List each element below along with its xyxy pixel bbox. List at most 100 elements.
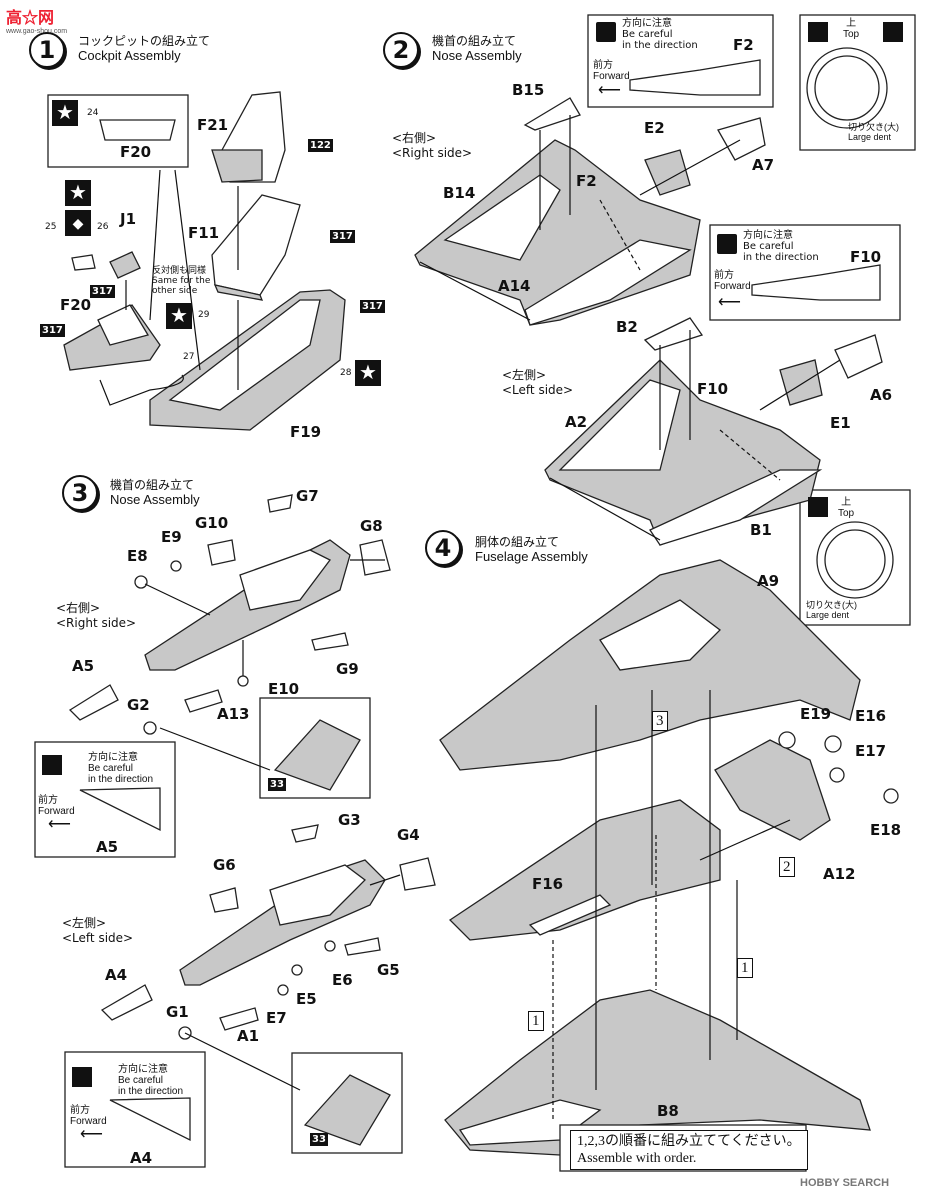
- top-label-2: 上 Top: [838, 497, 854, 519]
- caution-icon-2: [717, 234, 737, 254]
- step-4-title-jp: 胴体の組み立て: [475, 535, 560, 549]
- caution-en1-2: Be careful: [743, 241, 794, 252]
- caution-en1-3: Be careful: [88, 763, 134, 774]
- paint-code-317-c: 317: [330, 230, 355, 243]
- right-side-label-2: <右側> <Right side>: [392, 131, 472, 161]
- forward-arrow-icon-3: ⟵: [48, 816, 71, 833]
- paint-code-33-a: 33: [268, 778, 286, 791]
- watermark-logo: 高☆网 www.gao-shou.com: [6, 4, 67, 35]
- part-label-f20-top: F20: [120, 143, 152, 161]
- top-jp: 上: [846, 18, 857, 29]
- left-side-en-3: <Left side>: [62, 931, 134, 945]
- part-label-b1: B1: [750, 521, 772, 539]
- part-label-a1: A1: [237, 1027, 260, 1045]
- fuselage-drawing: [439, 559, 899, 1172]
- cockpit-drawing: [47, 91, 346, 431]
- part-label-e8: E8: [127, 547, 148, 565]
- part-label-e19: E19: [800, 705, 832, 723]
- star-decal-icon: ★: [52, 100, 78, 126]
- part-label-a2: A2: [565, 413, 588, 431]
- same-other-en1: Same for the: [152, 276, 211, 286]
- caution-en2-4: in the direction: [118, 1086, 184, 1097]
- part-label-e6: E6: [332, 971, 353, 989]
- forward-en: Forward: [593, 71, 630, 82]
- part-label-f2-box: F2: [733, 36, 754, 54]
- caution-en1: Be careful: [622, 29, 673, 40]
- caution-text-a4: 方向に注意 Be careful in the direction: [118, 1064, 183, 1097]
- part-label-e9: E9: [161, 528, 182, 546]
- part-label-e17: E17: [855, 742, 887, 760]
- assemble-order-note: 1,2,3の順番に組み立ててください。 Assemble with order.: [570, 1130, 808, 1170]
- part-label-f19: F19: [290, 423, 322, 441]
- right-side-label-3: <右側> <Right side>: [56, 601, 136, 631]
- part-label-a4-box: A4: [130, 1149, 153, 1167]
- order-mark-2: 2: [779, 857, 795, 877]
- paint-code-317-a: 317: [90, 285, 115, 298]
- caution-icon-4: [72, 1067, 92, 1087]
- decal-number-28: 28: [340, 368, 352, 378]
- same-other-en2: other side: [152, 286, 198, 296]
- part-label-f2: F2: [576, 172, 597, 190]
- part-label-a7: A7: [752, 156, 775, 174]
- paint-code-33-b: 33: [310, 1133, 328, 1146]
- part-label-e18: E18: [870, 821, 902, 839]
- same-other-side-note: 反対側も同様 Same for the other side: [152, 266, 210, 296]
- nose-left-detail-drawing: [64, 824, 436, 1168]
- caution-en2-3: in the direction: [88, 774, 154, 785]
- part-label-e5: E5: [296, 990, 317, 1008]
- forward-jp-4: 前方: [70, 1105, 90, 1116]
- same-other-jp: 反対側も同様: [152, 266, 207, 276]
- order-mark-1b: 1: [737, 958, 753, 978]
- caution-box-f2: 方向に注意 Be careful in the direction: [592, 18, 702, 52]
- paint-code-317-d: 317: [360, 300, 385, 313]
- forward-en-2: Forward: [714, 281, 751, 292]
- caution-icon-3: [42, 755, 62, 775]
- caution-jp-4: 方向に注意: [118, 1064, 168, 1075]
- forward-en-3: Forward: [38, 806, 75, 817]
- part-label-a6: A6: [870, 386, 893, 404]
- caution-icon-top: [808, 22, 828, 42]
- caution-box-f10: 方向に注意 Be careful in the direction: [713, 230, 823, 264]
- left-side-en: <Left side>: [502, 383, 574, 397]
- caution-jp: 方向に注意: [622, 18, 672, 29]
- part-label-e16: E16: [855, 707, 887, 725]
- part-label-f21: F21: [197, 116, 229, 134]
- step-1-title-en: Cockpit Assembly: [78, 48, 181, 63]
- caution-icon: [596, 22, 616, 42]
- caution-en2-2: in the direction: [743, 252, 819, 263]
- part-label-a13: A13: [217, 705, 250, 723]
- part-label-a9: A9: [757, 572, 780, 590]
- part-label-a5-box: A5: [96, 838, 119, 856]
- paint-code-122: 122: [308, 139, 333, 152]
- part-label-a14: A14: [498, 277, 531, 295]
- caution-en1-4: Be careful: [118, 1075, 164, 1086]
- step-1-number: 1: [29, 32, 65, 68]
- forward-label-2: 前方 Forward: [714, 270, 751, 292]
- caution-text-a5: 方向に注意 Be careful in the direction: [88, 752, 153, 785]
- part-label-g8: G8: [360, 517, 383, 535]
- forward-en-4: Forward: [70, 1116, 107, 1127]
- part-label-a4: A4: [105, 966, 128, 984]
- star-decal-icon-4: ★: [355, 360, 381, 386]
- assemble-note-jp: 1,2,3の順番に組み立ててください。: [577, 1134, 801, 1149]
- order-mark-3: 3: [652, 711, 668, 731]
- star-decal-icon-2: ★: [65, 180, 91, 206]
- step-4-number: 4: [425, 530, 461, 566]
- left-side-jp: <左側>: [502, 368, 547, 382]
- part-label-a12: A12: [823, 865, 856, 883]
- step-1-title-jp: コックピットの組み立て: [78, 34, 211, 48]
- part-label-g2: G2: [127, 696, 150, 714]
- caution-jp-3: 方向に注意: [88, 752, 138, 763]
- part-label-f20: F20: [60, 296, 92, 314]
- large-dent-label-2: 切り欠き(大) Large dent: [806, 600, 857, 620]
- forward-jp-3: 前方: [38, 795, 58, 806]
- part-label-g9: G9: [336, 660, 359, 678]
- star-decal-icon-3: ★: [166, 303, 192, 329]
- paint-code-317-b: 317: [40, 324, 65, 337]
- dent-en: Large dent: [848, 132, 892, 142]
- decal-number-27: 27: [183, 352, 195, 362]
- part-label-b14: B14: [443, 184, 476, 202]
- right-side-en: <Right side>: [392, 146, 473, 160]
- watermark-hobbysearch: HOBBY SEARCH: [800, 1177, 890, 1189]
- part-label-e7: E7: [266, 1009, 287, 1027]
